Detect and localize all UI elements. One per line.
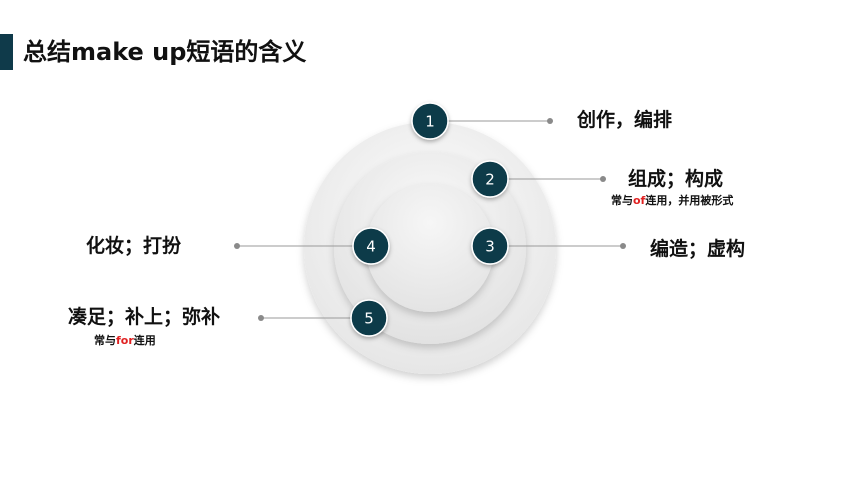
badge-3: 3 [471,227,509,265]
note-2-keyword: of [633,194,646,207]
badge-1: 1 [411,102,449,140]
note-5-post: 连用 [133,334,156,347]
badge-3-number: 3 [485,238,495,256]
label-1: 创作，编排 [577,109,673,131]
badge-2-number: 2 [485,171,495,189]
label-5: 凑足；补上；弥补 [68,306,221,328]
note-5-keyword: for [116,334,134,347]
inner-ring [366,184,494,312]
note-2-post: 连用，并用被形式 [645,194,734,207]
title-accent-bar [0,34,13,70]
label-3: 编造；虚构 [650,238,746,260]
badge-4-number: 4 [366,238,376,256]
label-2: 组成；构成 [628,168,724,190]
note-2-pre: 常与 [611,194,633,207]
note-5-pre: 常与 [94,334,116,347]
connector-dot-5 [258,315,264,321]
badge-4: 4 [352,227,390,265]
connector-dot-4 [234,243,240,249]
page-title: 总结make up短语的含义 [23,38,307,66]
badge-1-number: 1 [425,113,435,131]
connector-dot-1 [547,118,553,124]
connector-dot-3 [620,243,626,249]
note-5: 常与for连用 [94,333,156,349]
label-4: 化妆；打扮 [86,235,182,257]
note-2: 常与of连用，并用被形式 [611,193,733,209]
connector-dot-2 [600,176,606,182]
badge-2: 2 [471,160,509,198]
badge-5-number: 5 [364,310,374,328]
badge-5: 5 [350,299,388,337]
